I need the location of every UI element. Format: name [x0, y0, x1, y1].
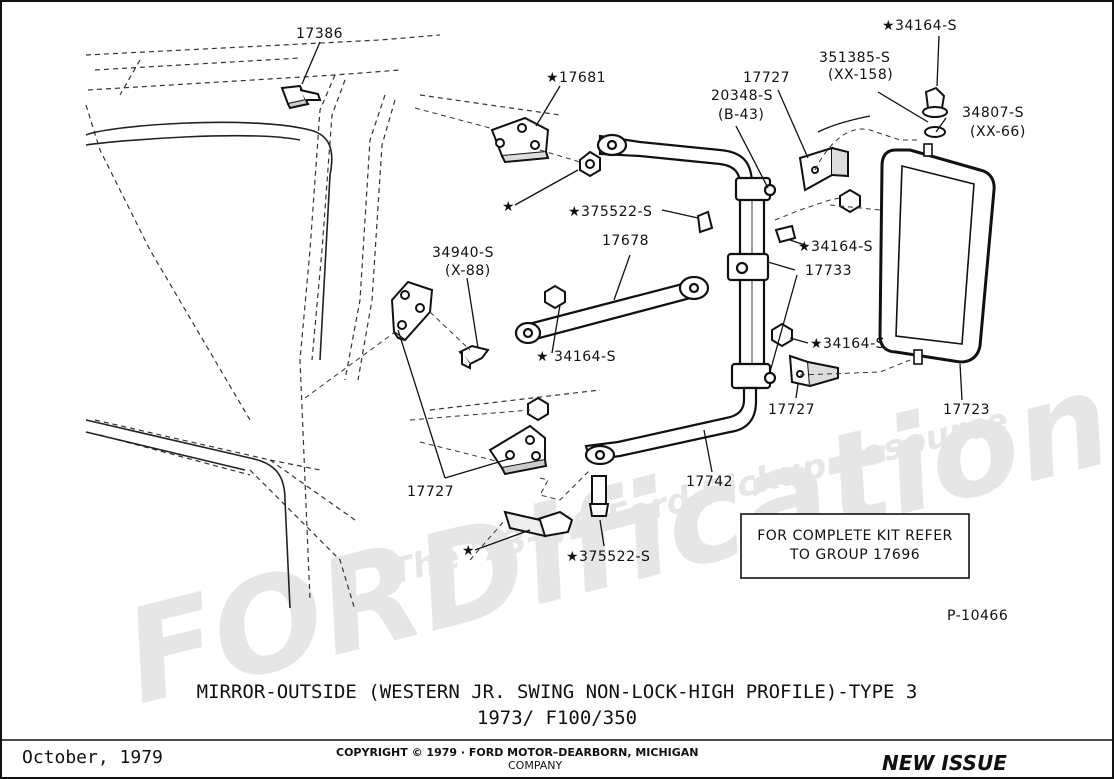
- label-34940-code: (X-88): [445, 263, 491, 279]
- mirror-bracket-upper: [798, 146, 849, 192]
- bolt-34940: [458, 344, 490, 370]
- clip-17386: [280, 84, 322, 110]
- label-351385-code: (XX-158): [828, 67, 893, 83]
- label-34164-mid-right: ★34164-S: [798, 239, 873, 255]
- label-375522-top: ★375522-S: [568, 204, 652, 220]
- upper-mount-bracket: [490, 116, 550, 164]
- part-labels: 17386 ★17681 ★34164-S 351385-S (XX-158) …: [296, 18, 1026, 565]
- label-star-nut: ★: [502, 199, 515, 215]
- label-17727-right: 17727: [768, 402, 815, 418]
- figure-id: P-10466: [947, 608, 1008, 624]
- footer-date: October, 1979: [22, 747, 163, 768]
- label-34164-low-right: ★34164-S: [810, 336, 885, 352]
- label-17742: 17742: [686, 474, 733, 490]
- mirror-bracket-lower: [788, 354, 839, 388]
- label-34940: 34940-S: [432, 245, 494, 261]
- label-351385: 351385-S: [819, 50, 890, 66]
- kit-note-line2: TO GROUP 17696: [789, 547, 920, 563]
- diagram-subtitle: 1973/ F100/350: [477, 707, 637, 729]
- lower-vertical-bolt: [588, 475, 610, 517]
- label-375522-bottom: ★375522-S: [566, 549, 650, 565]
- label-17727-left: 17727: [407, 484, 454, 500]
- label-20348: 20348-S: [711, 88, 773, 104]
- footer-company: COMPANY: [508, 759, 563, 772]
- arm-hardware: [544, 86, 948, 348]
- label-34807-code: (XX-66): [970, 124, 1026, 140]
- label-17727-top: 17727: [743, 70, 790, 86]
- label-34164-mid: ★ 34164-S: [536, 349, 616, 365]
- label-17681: ★17681: [546, 70, 606, 86]
- label-17733: 17733: [805, 263, 852, 279]
- kit-note-line1: FOR COMPLETE KIT REFER: [757, 528, 953, 544]
- leader-lines: [301, 35, 963, 551]
- cab-outline: [85, 34, 601, 611]
- label-34807: 34807-S: [962, 105, 1024, 121]
- diagram-title: MIRROR-OUTSIDE (WESTERN JR. SWING NON-LO…: [197, 681, 918, 703]
- lower-mount-bracket: [488, 424, 548, 476]
- upper-nut: [579, 150, 601, 178]
- label-20348-code: (B-43): [718, 107, 764, 123]
- label-star-bolt: ★: [462, 543, 475, 559]
- cab-solid-lines: [85, 121, 333, 609]
- kit-note: FOR COMPLETE KIT REFER TO GROUP 17696: [740, 513, 970, 579]
- label-17386: 17386: [296, 26, 343, 42]
- label-17678: 17678: [602, 233, 649, 249]
- mirror-head: [878, 143, 996, 365]
- footer-issue: NEW ISSUE: [882, 751, 1007, 775]
- label-17723: 17723: [943, 402, 990, 418]
- lower-left-bolt: [503, 510, 574, 538]
- mirror-arm-assembly: [514, 133, 777, 466]
- lower-nut: [527, 396, 549, 422]
- footer-copyright: COPYRIGHT © 1979 · FORD MOTOR–DEARBORN, …: [336, 746, 699, 759]
- label-34164-top: ★34164-S: [882, 18, 957, 34]
- alignment-lines: [304, 107, 920, 561]
